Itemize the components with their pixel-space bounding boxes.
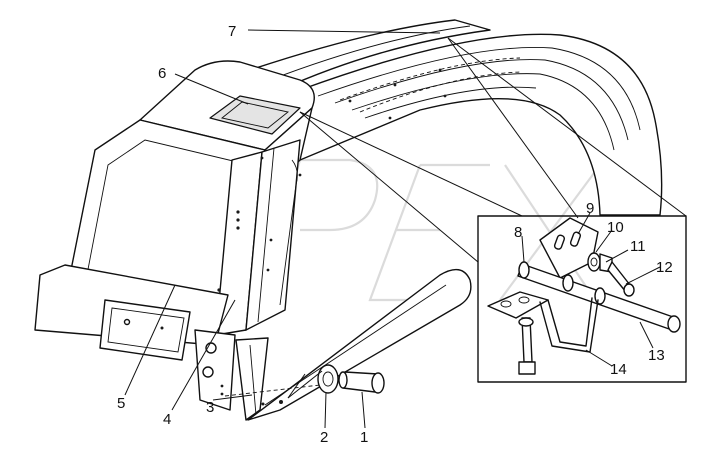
pin [338, 371, 385, 394]
front-lower-plate [34, 264, 229, 361]
callout-4: 4 [163, 411, 171, 428]
assembly-axis [224, 384, 321, 397]
flange-plate [487, 291, 549, 319]
callout-6: 6 [158, 65, 166, 82]
callout-9: 9 [586, 200, 594, 217]
callout-8: 8 [514, 224, 522, 241]
callout-12: 12 [656, 259, 673, 276]
washer [317, 364, 339, 394]
callout-7: 7 [228, 23, 236, 40]
callout-3: 3 [206, 399, 214, 416]
callout-leaders [124, 29, 661, 429]
access-cover [209, 95, 301, 135]
fender-arch [299, 33, 663, 216]
u-bracket [539, 299, 599, 353]
callout-1: 1 [360, 429, 368, 446]
inset-washer [587, 252, 601, 272]
side-bracket [194, 329, 269, 421]
callout-11: 11 [630, 238, 646, 255]
lower-extension-arm [247, 268, 472, 421]
callout-13: 13 [648, 347, 665, 364]
callout-2: 2 [320, 429, 328, 446]
fender-box [64, 60, 447, 336]
top-cover-strip [249, 19, 491, 91]
callout-labels: 1 2 3 4 5 6 7 8 9 10 11 12 13 14 [117, 23, 673, 446]
callout-14: 14 [610, 361, 627, 378]
mount-plate [539, 217, 599, 279]
callout-5: 5 [117, 395, 125, 412]
callout-10: 10 [607, 219, 624, 236]
detail-inset [299, 37, 687, 383]
